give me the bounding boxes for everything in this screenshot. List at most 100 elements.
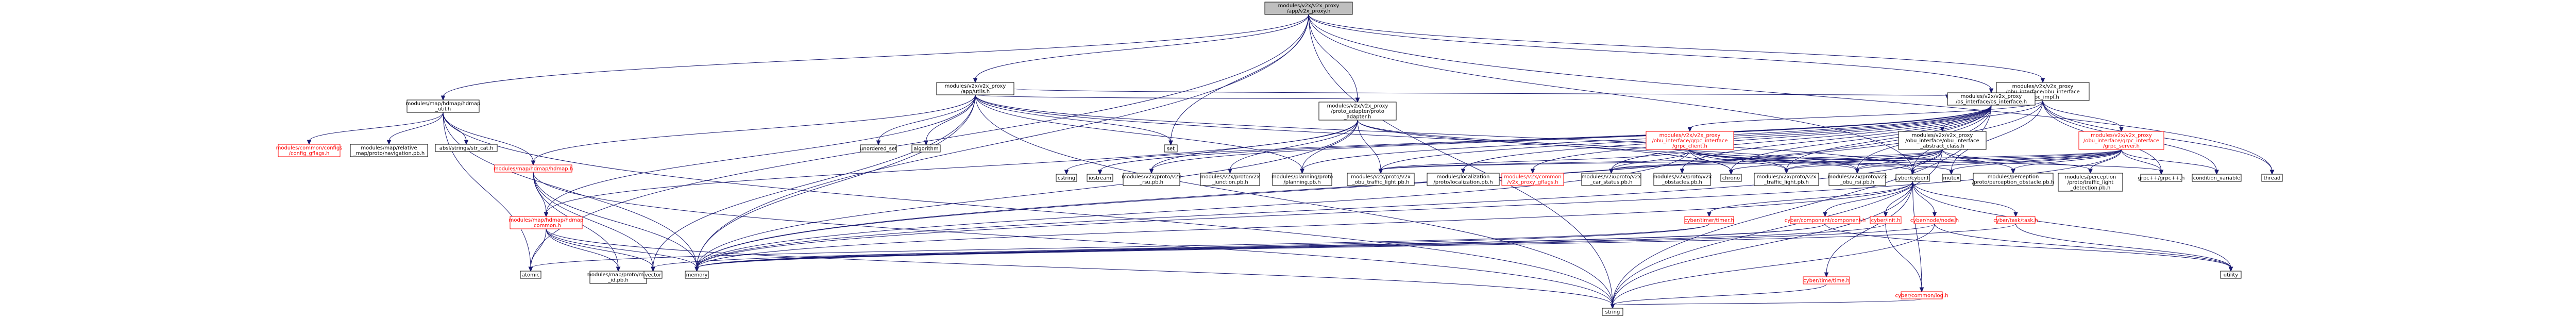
edge-init_h-to-log_h [1885,223,1924,293]
node-link-hdmap_common[interactable]: modules/map/hdmap/hdmap_common.h [509,216,584,229]
node-link-proxy_gflags[interactable]: modules/v2x/common/v2x_proxy_gflags.h [1501,173,1564,186]
node-box-string [1602,308,1623,316]
node-box-traffic_detection_pb [2058,173,2123,192]
node-link-relative_map_nav[interactable]: modules/map/relative_map/proto/navigatio… [350,144,428,157]
node-link-vector[interactable]: vector [643,271,663,279]
node-link-chrono[interactable]: chrono [1720,174,1742,182]
node-mutex: mutex [1942,174,1961,182]
edge-hdmap_common-to-map_id_pb [546,228,621,272]
node-link-localization_pb[interactable]: modules/localization/proto/localization.… [1427,173,1500,186]
node-link-hdmap_h[interactable]: modules/map/hdmap/hdmap.h [494,164,573,173]
node-link-node_h[interactable]: cyber/node/node.h [1910,216,1959,224]
node-link-rsu_pb[interactable]: modules/v2x/proto/v2x_rsu.pb.h [1122,173,1181,186]
node-box-hdmap_util [406,99,480,113]
node-rsu_pb: modules/v2x/proto/v2x_rsu.pb.h [1122,173,1181,186]
edge-hdmap_util-to-relative_map_nav [386,112,444,145]
node-link-task_h[interactable]: cyber/task/task.h [1993,216,2038,224]
node-label-mutex-line-0: mutex [1943,175,1960,181]
node-string: string [1602,308,1623,316]
node-link-memory[interactable]: memory [685,271,709,279]
edge-cyber_h-to-utility [1912,181,2233,272]
node-link-unordered_set[interactable]: unordered_set [860,144,897,153]
node-label-os_interface-line-0: modules/v2x/v2x_proxy [1961,94,2022,99]
node-link-traffic_light_pb[interactable]: modules/v2x/proto/v2x_traffic_light.pb.h [1754,173,1819,186]
node-link-utility[interactable]: utility [2220,271,2242,279]
edge-root-to-memory [694,14,1309,272]
node-label-relative_map_nav-line-1: _map/proto/navigation.pb.h [353,151,425,157]
node-link-string[interactable]: string [1602,308,1623,316]
node-label-obu_abstract-line-2: _abstract_class.h [1920,143,1964,149]
node-vector: vector [643,271,663,279]
node-link-common_config[interactable]: modules/common/configs/config_gflags.h [276,144,343,157]
edge-hdmap_util-to-atomic [443,112,533,272]
node-link-algorithm[interactable]: algorithm [911,144,941,153]
edge-utils-to-hdmap_h [531,94,976,166]
node-label-obu_impl-line-0: modules/v2x/v2x_proxy [2012,83,2074,89]
node-link-planning_pb[interactable]: modules/planning/proto/planning.pb.h [1272,173,1333,186]
node-link-junction_pb[interactable]: modules/v2x/proto/v2x_junction.pb.h [1200,173,1260,186]
node-link-str_cat[interactable]: absl/strings/str_cat.h [435,144,498,152]
node-box-obu_abstract [1898,131,1987,150]
edge-hdmap_util-to-common_config [307,112,444,145]
node-condition_variable: condition_variable [2192,174,2242,182]
node-box-obstacles_pb [1653,173,1711,186]
edge-cyber_h-to-string [1610,181,1913,309]
node-box-relative_map_nav [350,144,428,157]
node-label-grpc_client-line-0: modules/v2x/v2x_proxy [1659,132,1721,138]
node-box-timer_h [1684,216,1734,224]
node-link-os_interface[interactable]: modules/v2x/v2x_proxy/os_interface/os_in… [1947,92,2036,106]
node-link-component_h[interactable]: cyber/component/component.h [1785,216,1866,224]
node-traffic_detection_pb: modules/perception/proto/traffic_light_d… [2058,173,2123,192]
node-label-grpc_server-line-0: modules/v2x/v2x_proxy [2091,132,2152,138]
node-link-obu_traffic_pb[interactable]: modules/v2x/proto/v2x_obu_traffic_light.… [1347,173,1415,186]
node-link-grpcpp[interactable]: grpc++/grpc++.h [2138,174,2185,182]
node-link-timer_h[interactable]: cyber/timer/timer.h [1684,216,1734,224]
node-link-time_h[interactable]: cyber/time/time.h [1803,276,1850,284]
edge-cyber_h-to-node_h [1912,181,1937,217]
node-box-time_h [1803,276,1850,284]
node-link-mutex[interactable]: mutex [1942,174,1961,182]
node-box-condition_variable [2192,174,2242,182]
node-label-obu_rsi_pb-line-0: modules/v2x/proto/v2x [1827,174,1887,180]
node-box-algorithm [911,144,941,153]
edge-root-to-hdmap_util [440,14,1309,101]
node-link-atomic[interactable]: atomic [520,271,541,279]
node-link-car_status_pb[interactable]: modules/v2x/proto/v2x_car_status.pb.h [1581,173,1641,186]
node-link-grpc_client[interactable]: modules/v2x/v2x_proxy/obu_interface/grpc… [1646,131,1734,150]
nodes-layer: modules/v2x/v2x_proxy/app/v2x_proxy.hmod… [276,2,2283,316]
edge-os_interface-to-rsu_pb [1149,105,1992,174]
node-link-iostream[interactable]: iostream [1087,174,1113,182]
node-label-obu_abstract-line-0: modules/v2x/v2x_proxy [1912,132,1973,138]
node-label-proto_adapter-line-1: /proto_adapter/proto [1331,109,1384,114]
node-label-obstacles_pb-line-0: modules/v2x/proto/v2x [1652,174,1712,180]
edge-grpc_server-to-grpcpp [2121,149,2164,175]
node-link-set[interactable]: set [1164,144,1178,153]
edge-grpc_server-to-obu_traffic_pb [1378,149,2122,174]
node-link-hdmap_util[interactable]: modules/map/hdmap/hdmap_util.h [406,99,481,113]
node-box-utils [936,82,1014,95]
node-link-perception_obstacle_pb[interactable]: modules/perception/proto/perception_obst… [1972,173,2054,186]
node-proxy_gflags: modules/v2x/common/v2x_proxy_gflags.h [1501,173,1564,186]
node-link-utils[interactable]: modules/v2x/v2x_proxy/app/utils.h [936,82,1014,95]
node-link-cstring[interactable]: cstring [1056,174,1077,182]
node-link-thread[interactable]: thread [2261,174,2283,182]
node-label-obu_impl-line-2: _grpc_impl.h [2026,94,2059,100]
node-link-obstacles_pb[interactable]: modules/v2x/proto/v2x_obstacles.pb.h [1652,173,1712,186]
node-link-condition_variable[interactable]: condition_variable [2192,174,2242,182]
node-box-root [1264,2,1353,15]
node-link-proto_adapter[interactable]: modules/v2x/v2x_proxy/proto_adapter/prot… [1318,102,1397,121]
node-label-utility-line-0: utility [2224,272,2239,278]
node-link-grpc_server[interactable]: modules/v2x/v2x_proxy/obu_interface/grpc… [2078,131,2164,150]
node-link-obu_rsi_pb[interactable]: modules/v2x/proto/v2x_obu_rsi.pb.h [1827,173,1887,186]
node-label-algorithm-line-0: algorithm [913,146,938,152]
node-link-log_h[interactable]: cyber/common/log.h [1895,291,1948,299]
node-link-traffic_detection_pb[interactable]: modules/perception/proto/traffic_light_d… [2058,173,2123,192]
node-link-cyber_h[interactable]: cyber/cyber.h [1895,174,1930,182]
node-link-map_id_pb[interactable]: modules/map/proto/map_id.pb.h [586,271,650,284]
node-label-proto_adapter-line-2: _adapter.h [1344,114,1371,120]
node-link-init_h[interactable]: cyber/init.h [1870,216,1902,224]
node-link-obu_abstract[interactable]: modules/v2x/v2x_proxy/obu_interface/obu_… [1898,131,1987,150]
node-box-os_interface [1947,92,2036,106]
node-atomic: atomic [520,271,541,279]
